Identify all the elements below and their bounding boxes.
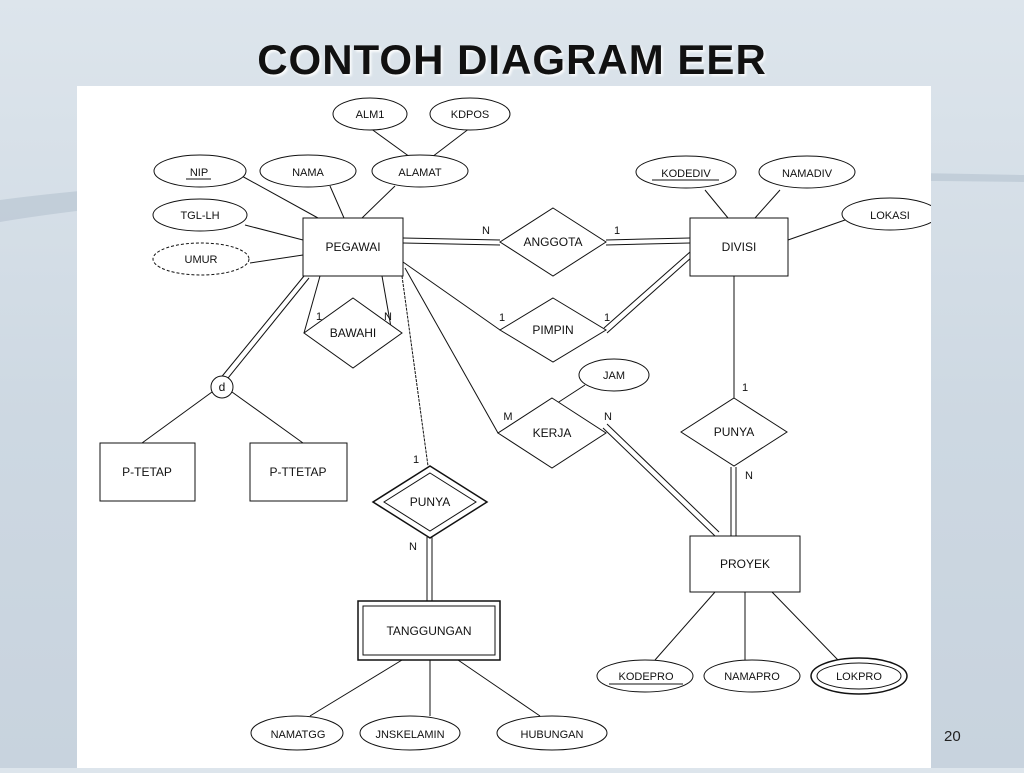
relationship-kerja [497,397,607,469]
attr-nama [259,154,357,188]
label-lokasi: LOKASI [870,210,910,222]
card-pimpin-divisi: 1 [604,312,610,324]
label-p-tetap: P-TETAP [122,465,172,479]
card-pimpin-pegawai: 1 [499,312,505,324]
label-kodepro: KODEPRO [618,671,673,683]
label-namatgg: NAMATGG [271,729,326,741]
label-alm1: ALM1 [356,109,385,121]
label-anggota: ANGGOTA [523,235,582,249]
card-punya-tgg-top: 1 [413,454,419,466]
label-p-ttetap: P-TTETAP [269,465,326,479]
label-punya-divisi: PUNYA [714,425,754,439]
slide-title: CONTOH DIAGRAM EER [257,36,767,83]
label-lokpro: LOKPRO [836,671,882,683]
attr-namapro [703,659,801,693]
card-punya-divisi-top: 1 [742,382,748,394]
relationship-pimpin [499,297,607,363]
attr-nip [153,154,247,188]
card-bawahi-right: N [384,311,392,323]
label-namadiv: NAMADIV [782,168,833,180]
label-kodediv: KODEDIV [661,168,711,180]
label-proyek: PROYEK [720,557,770,571]
card-kerja-proyek: N [604,411,612,423]
card-anggota-divisi: 1 [614,225,620,237]
label-kerja: KERJA [533,426,572,440]
label-kdpos: KDPOS [451,109,490,121]
label-namapro: NAMAPRO [724,671,780,683]
card-kerja-pegawai: M [503,411,512,423]
entity-p-tetap [99,442,196,502]
label-nama: NAMA [292,167,324,179]
identifying-relationship-punya-tanggungan [371,465,489,539]
relationship-links [141,261,735,467]
entity-proyek [689,535,801,593]
label-umur: UMUR [185,254,218,266]
weak-entity-tanggungan [357,600,501,661]
entity-p-ttetap [249,442,348,502]
label-divisi: DIVISI [722,240,757,254]
entity-divisi [689,217,789,277]
attr-namatgg [250,715,344,751]
label-tgl-lh: TGL-LH [180,210,219,222]
attr-jnskelamin [359,715,461,751]
label-pegawai: PEGAWAI [325,240,380,254]
card-bawahi-left: 1 [316,311,322,323]
attr-namadiv [758,155,856,189]
label-punya-tanggungan: PUNYA [410,495,450,509]
attr-lokasi [841,197,931,231]
label-disjoint: d [219,380,226,394]
relationship-punya-divisi [680,397,788,467]
relationship-anggota [499,207,607,277]
attr-alm1 [332,97,408,131]
attr-kdpos [429,97,511,131]
label-tanggungan: TANGGUNGAN [386,624,471,638]
attr-hubungan [496,715,608,751]
label-bawahi: BAWAHI [330,326,376,340]
multivalued-attr-lokpro [810,657,908,695]
label-pimpin: PIMPIN [532,323,573,337]
entity-pegawai [302,217,404,277]
attr-tgl-lh [152,198,248,232]
label-alamat: ALAMAT [398,167,441,179]
disjoint-circle [210,375,234,399]
card-punya-divisi-bottom: N [745,470,753,482]
attr-umur [152,242,250,276]
card-anggota-pegawai: N [482,225,490,237]
labels: PEGAWAI DIVISI PROYEK P-TETAP P-TTETAP T… [122,109,910,741]
eer-diagram: PEGAWAI DIVISI PROYEK P-TETAP P-TTETAP T… [99,97,931,751]
relationship-bawahi [303,297,403,369]
card-punya-tgg-bottom: N [409,541,417,553]
label-nip: NIP [190,167,208,179]
page-number: 20 [944,728,961,745]
label-hubungan: HUBUNGAN [521,729,584,741]
label-jnskelamin: JNSKELAMIN [375,729,444,741]
attr-jam [578,358,650,392]
total-participation-links [218,237,737,601]
label-jam: JAM [603,370,625,382]
diagram-panel: PEGAWAI DIVISI PROYEK P-TETAP P-TTETAP T… [77,86,931,768]
attr-alamat [371,154,469,188]
